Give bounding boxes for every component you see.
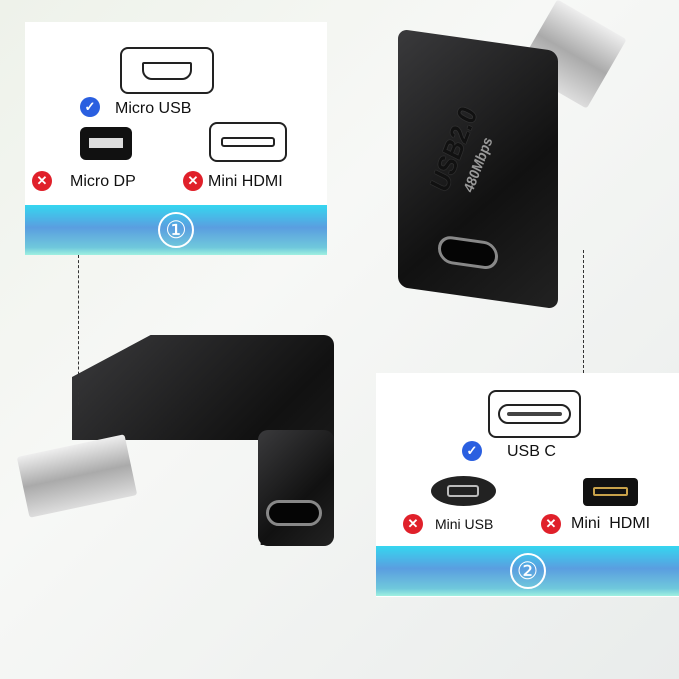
incompatible-label: Mini HDMI [208,173,283,190]
micro-usb-port-icon [120,47,214,94]
x-icon: ✕ [183,171,203,191]
adapter-bottom-left-face [258,430,334,546]
micro-dp-port-icon [80,127,132,160]
usb-c-port [266,500,322,526]
connector-line-1 [78,255,79,405]
micro-usb-plug [16,434,138,518]
mini-hdmi-port-icon [209,122,287,162]
usb-c-port-icon [488,390,581,438]
compatibility-panel-2: ✓ USB C ✕ Mini USB ✕ Mini HDMI ② [376,373,679,597]
incompatible-label: Mini USB [435,516,494,532]
compatibility-panel-1: ✓ Micro USB ✕ Micro DP ✕ Mini HDMI ① [25,22,327,255]
check-icon: ✓ [80,97,100,117]
connector-line-2 [583,250,584,373]
compatible-label: Micro USB [115,100,192,117]
check-icon: ✓ [462,441,482,461]
mini-hdmi-port-icon [583,478,638,506]
adapter-top-right: USB2.0 480Mbps [398,28,558,310]
panel-number: ① [158,212,194,248]
x-icon: ✕ [541,514,561,534]
incompatible-label: Mini HDMI [571,515,651,532]
panel-number-banner: ② [376,546,679,596]
x-icon: ✕ [32,171,52,191]
x-icon: ✕ [403,514,423,534]
panel-number-banner: ① [25,205,327,255]
usb-c-port [438,234,498,271]
incompatible-label: Micro DP [70,173,136,190]
mini-usb-port-icon [431,476,496,506]
compatible-label: USB C [507,443,556,460]
panel-number: ② [509,553,546,589]
